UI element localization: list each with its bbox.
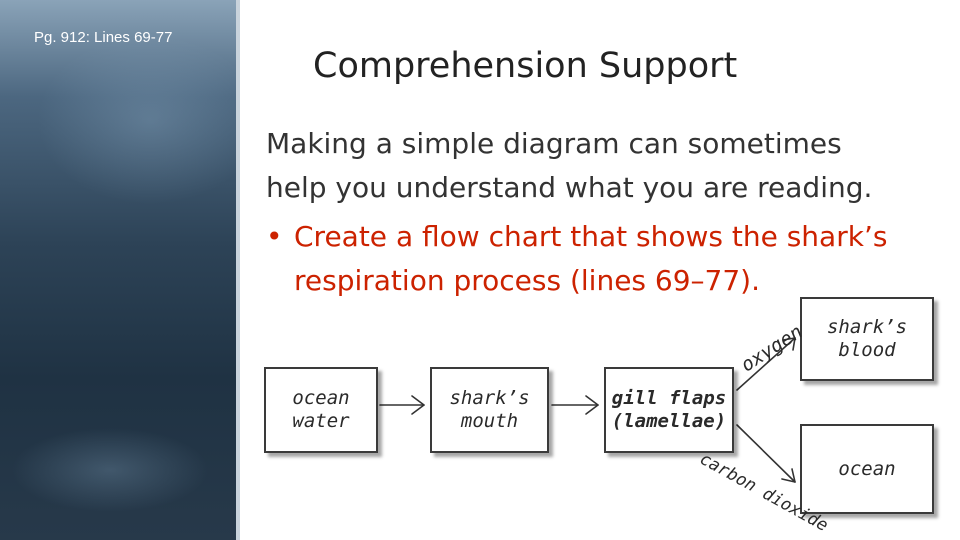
arrow-water-to-mouth xyxy=(379,395,425,415)
page-reference: Pg. 912: Lines 69-77 xyxy=(34,29,173,46)
node-gill-flaps-label: gill flaps (lamellae) xyxy=(611,387,727,432)
edge-label-oxygen: oxygen xyxy=(737,320,807,377)
left-decorative-panel: Pg. 912: Lines 69-77 xyxy=(0,0,240,540)
node-gill-flaps: gill flaps (lamellae) xyxy=(604,367,734,453)
arrow-mouth-to-gills xyxy=(551,395,599,415)
bullet-text-line-2: respiration process (lines 69–77). xyxy=(294,264,760,297)
node-shark-mouth: shark’s mouth xyxy=(430,367,549,453)
node-shark-mouth-label: shark’s mouth xyxy=(449,387,530,432)
node-ocean-label: ocean xyxy=(838,457,896,480)
node-ocean-water-label: ocean water xyxy=(292,387,350,432)
node-ocean-water: ocean water xyxy=(264,367,378,453)
bullet-marker: • xyxy=(266,220,283,253)
node-shark-blood-label: shark’s blood xyxy=(826,316,908,361)
node-ocean: ocean xyxy=(800,424,934,514)
body-text-line-1: Making a simple diagram can sometimes xyxy=(266,127,842,160)
slide-title: Comprehension Support xyxy=(313,46,738,86)
bullet-text-line-1: Create a flow chart that shows the shark… xyxy=(294,220,888,253)
node-shark-blood: shark’s blood xyxy=(800,297,934,381)
body-text-line-2: help you understand what you are reading… xyxy=(266,171,873,204)
